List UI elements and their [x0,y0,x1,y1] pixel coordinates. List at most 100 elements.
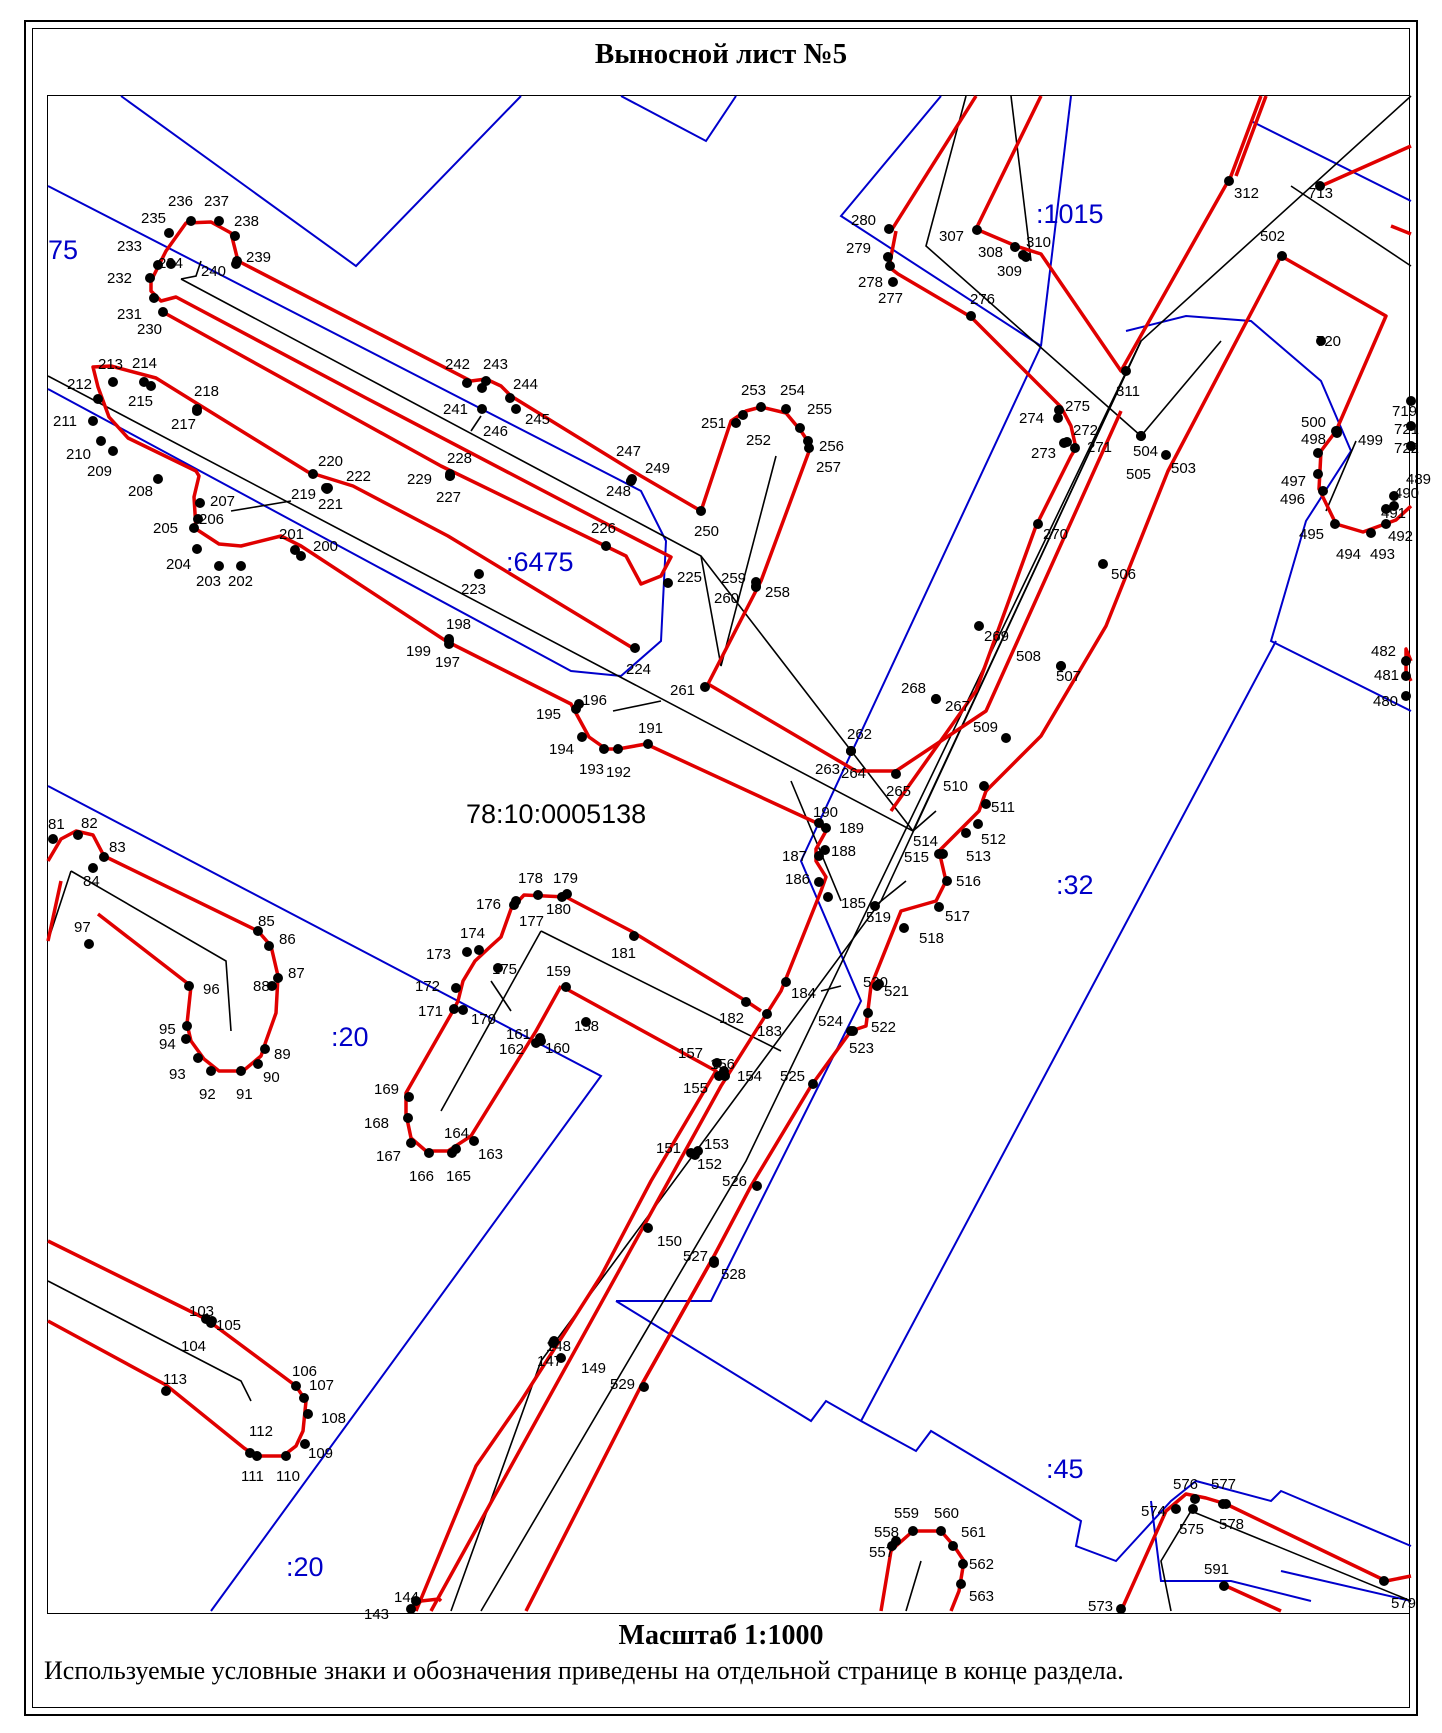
point-number-label: 185 [841,895,866,912]
point-number-label: 179 [553,870,578,887]
point-number-label: 224 [626,661,651,678]
boundary-point [1406,421,1416,431]
boundary-point [942,876,952,886]
point-number-label: 514 [913,833,938,850]
boundary-point [709,1256,719,1266]
boundary-point [613,744,623,754]
boundary-point [88,416,98,426]
boundary-point [245,1448,255,1458]
point-number-label: 197 [435,654,460,671]
point-number-label: 155 [683,1080,708,1097]
point-number-label: 198 [446,616,471,633]
boundary-point [96,436,106,446]
boundary-point [1053,413,1063,423]
point-number-label: 174 [460,925,485,942]
point-number-label: 219 [291,486,316,503]
point-number-label: 160 [545,1040,570,1057]
red-lines [46,95,1413,1613]
boundary-point [533,890,543,900]
point-number-label: 205 [153,520,178,537]
boundary-point [290,545,300,555]
point-number-label: 261 [670,682,695,699]
point-number-label: 251 [701,415,726,432]
structure-line [70,870,232,1032]
boundary-point [511,896,521,906]
boundary-point [158,307,168,317]
boundary-point [795,423,805,433]
point-number-label: 203 [196,573,221,590]
boundary-point [883,252,893,262]
point-number-label: 154 [737,1068,762,1085]
point-number-label: 506 [1111,566,1136,583]
boundary-point [1116,1604,1126,1614]
boundary-point [804,443,814,453]
point-number-label: 494 [1336,546,1361,563]
point-number-label: 574 [1141,1503,1166,1520]
boundary-point [556,1353,566,1363]
boundary-point [1219,1581,1229,1591]
point-number-label: 113 [163,1371,187,1388]
point-number-label: 489 [1406,471,1431,488]
point-number-label: 212 [67,376,92,393]
boundary-point [663,578,673,588]
boundary-point [474,945,484,955]
boundary-point [719,1066,729,1076]
structure-lines [47,95,1412,1612]
cadastral-block-label: 78:10:0005138 [466,799,646,829]
point-number-label: 168 [364,1115,389,1132]
boundary-point [979,781,989,791]
boundary-point [214,216,224,226]
point-number-label: 498 [1301,431,1326,448]
point-number-label: 194 [549,741,574,758]
point-number-label: 186 [785,871,810,888]
point-number-label: 82 [81,815,98,832]
point-number-label: 561 [961,1524,986,1541]
point-number-label: 81 [48,816,65,833]
point-number-label: 229 [407,471,432,488]
boundary-point [300,1439,310,1449]
point-number-label: 89 [274,1046,291,1063]
boundary-point [908,1526,918,1536]
boundary-point [108,446,118,456]
structure-line [1290,185,1412,267]
boundary-point [846,1026,856,1036]
point-number-label: 721 [1394,421,1419,438]
point-number-label: 719 [1392,403,1417,420]
point-number-label: 177 [519,913,544,930]
boundary-point [195,498,205,508]
structure-line [912,810,937,832]
boundary-point [731,418,741,428]
boundary-point [938,849,948,859]
point-number-label: 228 [447,450,472,467]
point-number-label: 214 [132,355,157,372]
boundary-point [1136,431,1146,441]
boundary-point [281,1451,291,1461]
boundary-point [814,818,824,828]
boundary-point [629,931,639,941]
boundary-point [186,216,196,226]
sheet-title: Выносной лист №5 [594,38,848,70]
boundary-point [505,393,515,403]
boundary-point [299,1393,309,1403]
point-number-label: 150 [657,1233,682,1250]
boundary-point [700,682,710,692]
point-number-label: 280 [851,212,876,229]
point-number-label: 559 [894,1505,919,1522]
boundary-line [615,1300,1412,1563]
boundary-point [48,834,58,844]
point-number-label: 180 [546,901,571,918]
structure-line [1190,1510,1412,1602]
point-number-label: 147 [537,1353,562,1370]
boundary-point [574,699,584,709]
point-number-label: 182 [719,1010,744,1027]
point-number-label: 223 [461,581,486,598]
point-number-label: 220 [318,453,343,470]
point-number-label: 502 [1260,228,1285,245]
boundary-point [88,863,98,873]
boundary-point [696,506,706,516]
boundary-point [1033,519,1043,529]
point-number-label: 490 [1394,485,1419,502]
boundary-point [884,224,894,234]
